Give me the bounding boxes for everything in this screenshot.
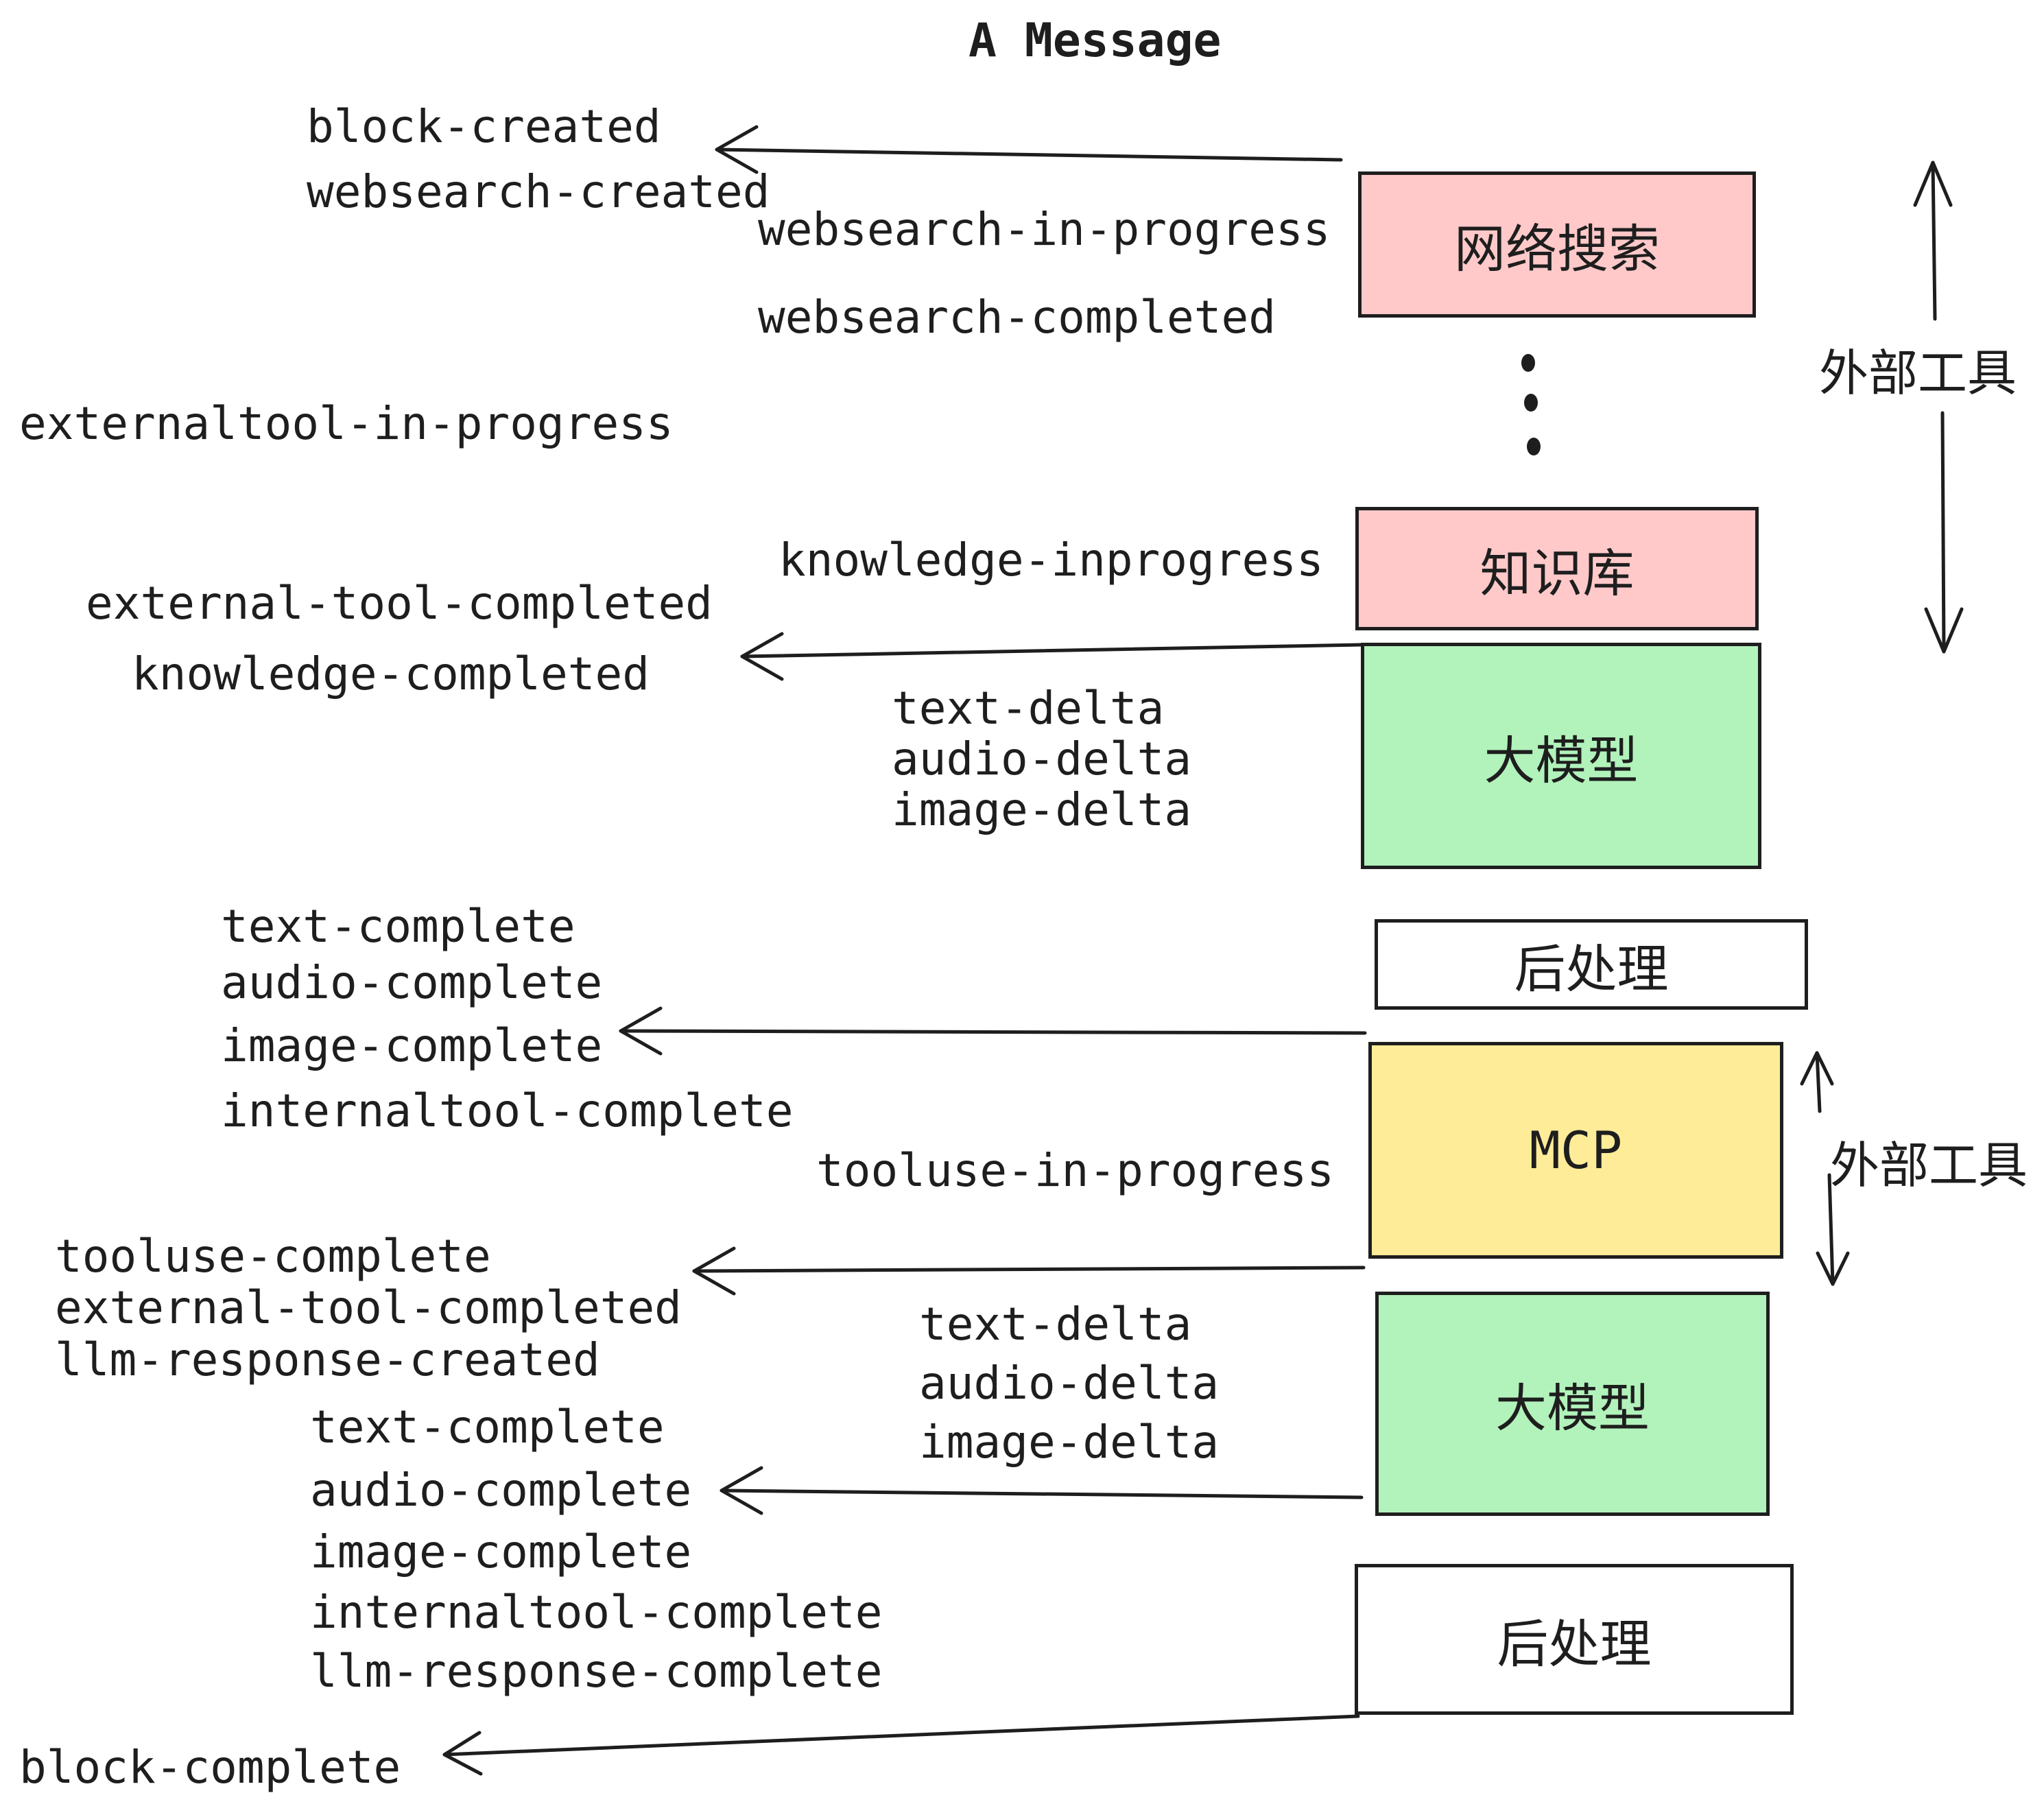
external-tools-up-arrow-1: [1913, 161, 1953, 321]
event-image-complete-2: image-complete: [310, 1526, 692, 1578]
box-postprocess-1: 后处理: [1375, 919, 1808, 1010]
event-text-complete-1: text-complete: [221, 900, 575, 953]
image-complete-arrow: [619, 1006, 1367, 1056]
event-internaltool-complete-2: internaltool-complete: [310, 1586, 883, 1639]
knowledge-completed-arrow: [740, 632, 1364, 681]
external-tool-completed-arrow: [692, 1246, 1366, 1296]
event-text-delta-2: text-delta: [919, 1298, 1192, 1351]
event-block-created: block-created: [307, 100, 661, 153]
ellipsis-dot: [1527, 438, 1541, 455]
ellipsis-dot: [1521, 354, 1535, 372]
diagram-title: A Message: [968, 14, 1222, 68]
audio-complete-arrow: [720, 1466, 1364, 1515]
event-audio-delta-2: audio-delta: [919, 1357, 1220, 1410]
box-websearch: 网络搜索: [1358, 171, 1756, 318]
event-llm-response-complete: llm-response-complete: [310, 1645, 883, 1698]
box-llm-1: 大模型: [1361, 643, 1761, 869]
event-tooluse-in-progress: tooluse-in-progress: [816, 1144, 1334, 1197]
event-websearch-created: websearch-created: [307, 165, 770, 218]
external-tools-up-arrow-2: [1800, 1051, 1834, 1113]
event-knowledge-completed: knowledge-completed: [132, 648, 650, 700]
event-external-tool-completed-1: external-tool-completed: [86, 577, 713, 630]
event-audio-complete-2: audio-complete: [310, 1464, 692, 1517]
ellipsis-dot: [1524, 394, 1538, 412]
event-image-delta-2: image-delta: [919, 1416, 1220, 1469]
event-websearch-completed: websearch-completed: [758, 291, 1276, 344]
event-llm-response-created: llm-response-created: [55, 1333, 600, 1386]
external-tools-down-arrow-1: [1924, 411, 1964, 654]
block-complete-arrow: [442, 1714, 1360, 1776]
external-tools-label-1: 外部工具: [1819, 344, 2017, 402]
event-externaltool-in-progress: externaltool-in-progress: [19, 397, 674, 450]
event-websearch-in-progress: websearch-in-progress: [758, 203, 1331, 256]
event-image-complete-1: image-complete: [221, 1019, 603, 1072]
event-knowledge-inprogress: knowledge-inprogress: [779, 534, 1324, 586]
websearch-created-arrow: [715, 125, 1343, 174]
event-text-complete-2: text-complete: [310, 1401, 665, 1453]
external-tools-label-2: 外部工具: [1830, 1137, 2028, 1194]
box-postprocess-2: 后处理: [1355, 1564, 1794, 1715]
external-tools-down-arrow-2: [1816, 1173, 1850, 1286]
event-text-delta-1: text-delta: [892, 682, 1165, 735]
event-tooluse-complete: tooluse-complete: [55, 1230, 491, 1283]
event-audio-delta-1: audio-delta: [892, 733, 1192, 785]
box-knowledge: 知识库: [1355, 507, 1759, 630]
event-internaltool-complete-1: internaltool-complete: [221, 1084, 794, 1137]
box-mcp: MCP: [1368, 1042, 1783, 1259]
event-block-complete: block-complete: [19, 1741, 401, 1794]
event-external-tool-completed-2: external-tool-completed: [55, 1281, 682, 1334]
box-llm-2: 大模型: [1375, 1292, 1770, 1516]
event-audio-complete-1: audio-complete: [221, 956, 603, 1009]
event-image-delta-1: image-delta: [892, 783, 1192, 836]
